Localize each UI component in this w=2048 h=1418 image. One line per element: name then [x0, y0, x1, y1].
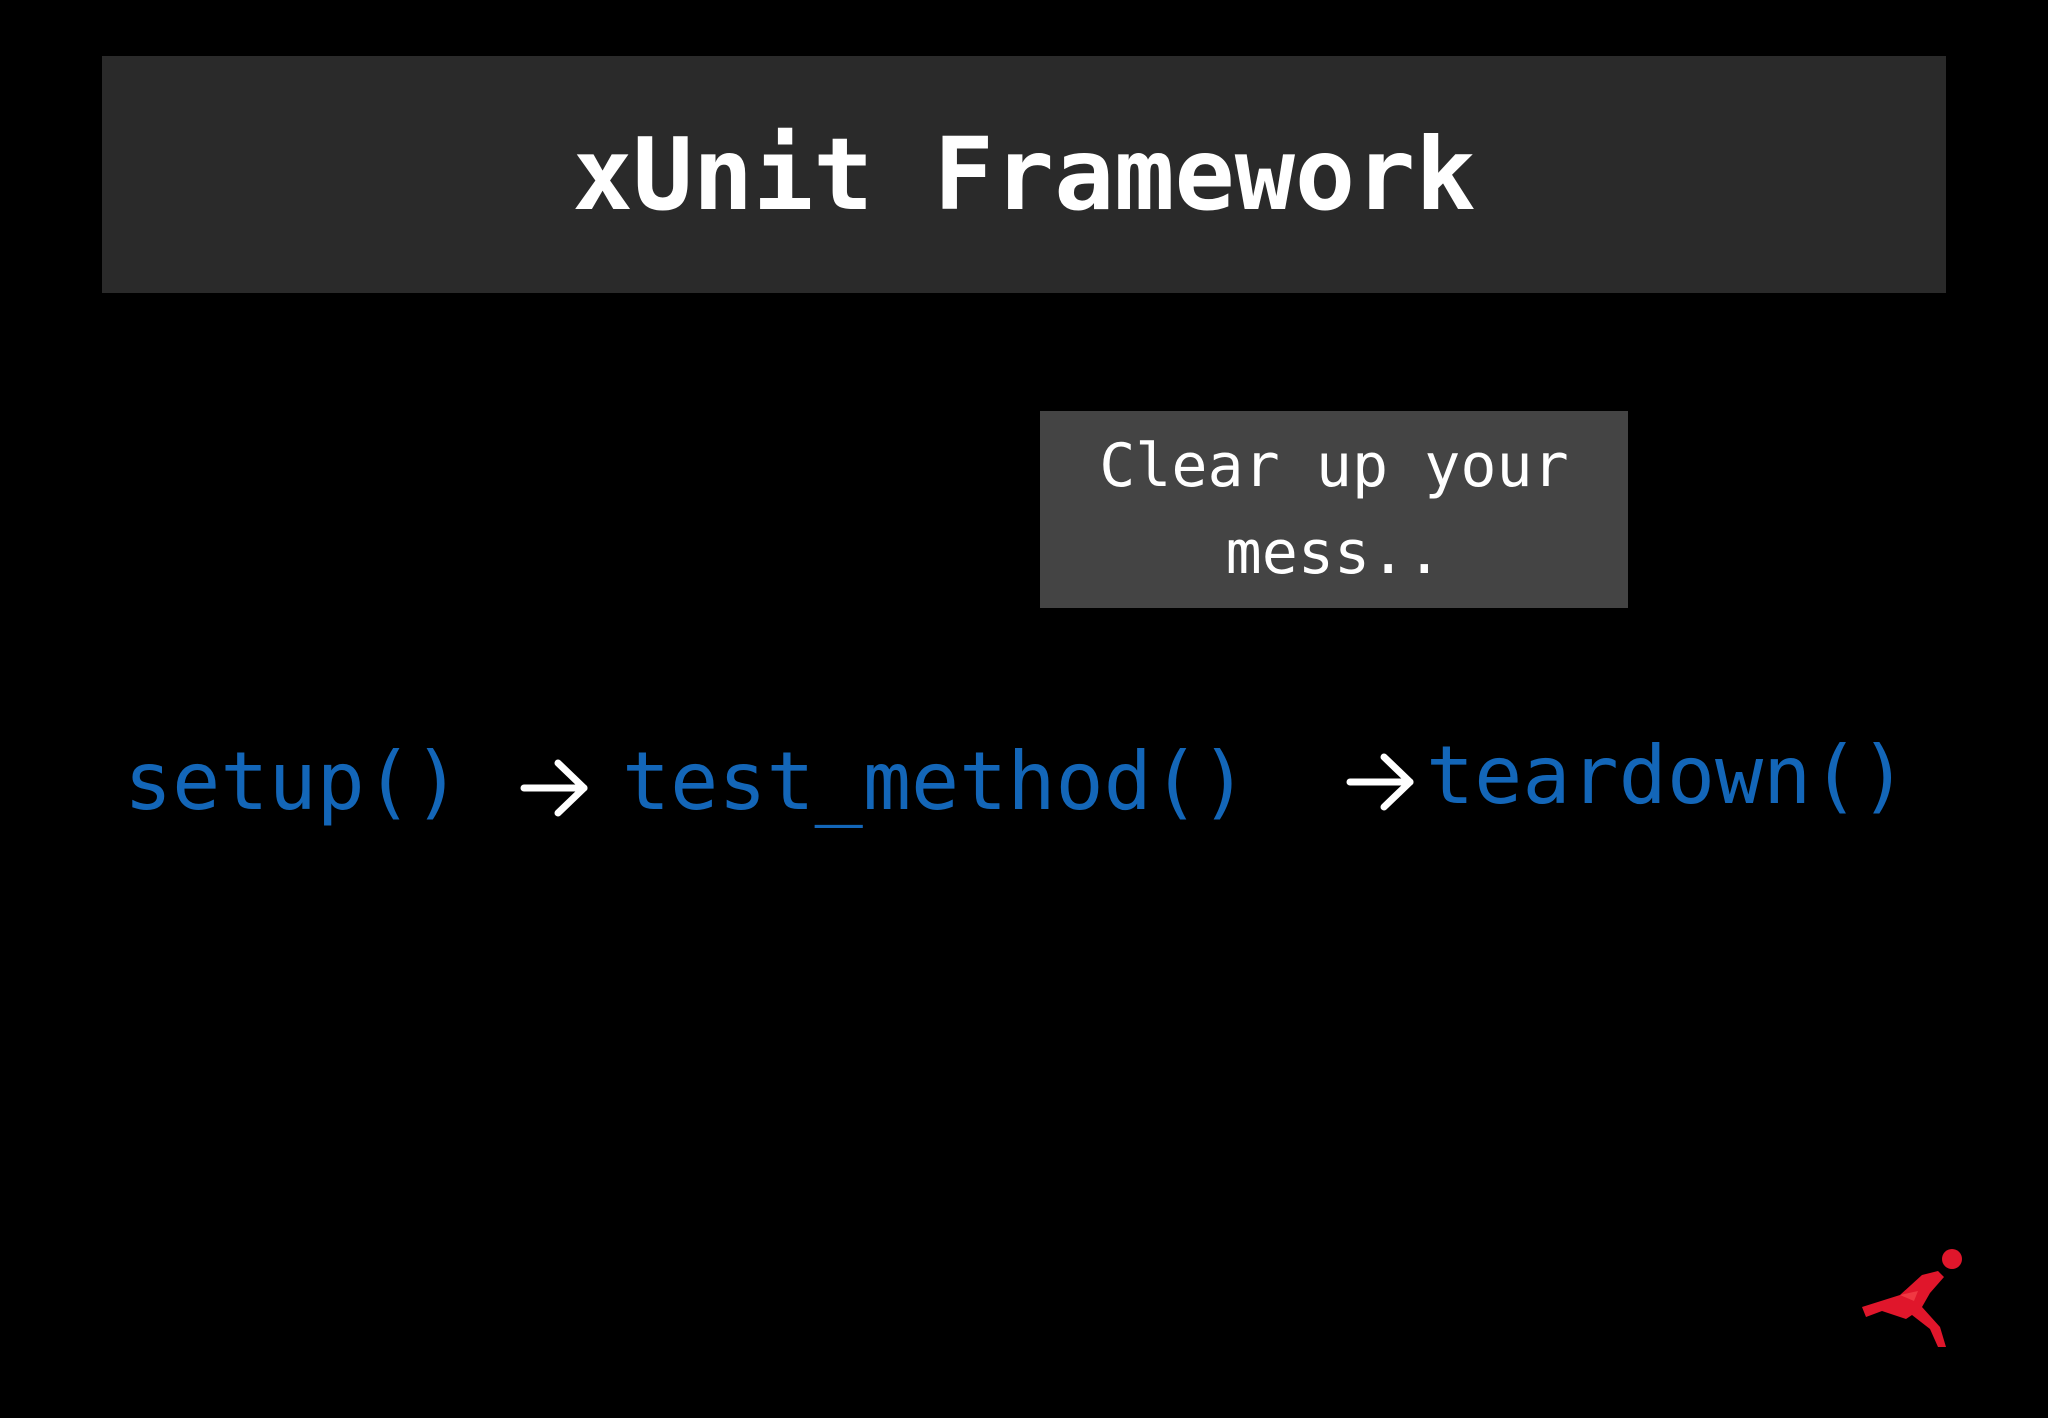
- arrow-right-icon: [520, 759, 588, 817]
- flow-step-teardown: teardown(): [1426, 729, 1908, 822]
- slide-title: xUnit Framework: [572, 116, 1476, 233]
- callout-text: Clear up your mess..: [1099, 430, 1569, 588]
- title-bar: xUnit Framework: [102, 56, 1946, 293]
- callout-box: Clear up your mess..: [1040, 411, 1628, 608]
- flow-step-setup: setup(): [124, 735, 462, 828]
- arrow-right-icon: [1346, 753, 1414, 811]
- flow-step-test-method: test_method(): [622, 735, 1249, 828]
- runner-logo-icon: [1862, 1249, 1962, 1347]
